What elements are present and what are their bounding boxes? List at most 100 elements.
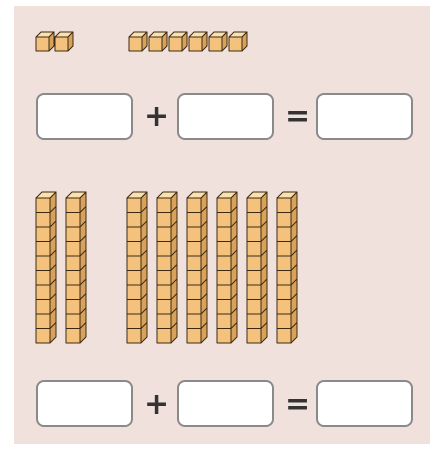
rod-cell bbox=[36, 242, 50, 257]
rod-cell bbox=[187, 213, 201, 228]
rod-cell bbox=[217, 285, 231, 300]
rod-cell bbox=[217, 227, 231, 242]
rod-cell bbox=[187, 227, 201, 242]
rod-cell bbox=[157, 198, 171, 213]
rod-cell bbox=[127, 198, 141, 213]
ten-rod bbox=[247, 192, 267, 343]
rod-cell bbox=[187, 329, 201, 344]
unit-cube bbox=[36, 32, 54, 51]
rod-cell bbox=[157, 213, 171, 228]
rod-cell bbox=[217, 213, 231, 228]
rod-cell bbox=[66, 329, 80, 344]
rod-cell bbox=[247, 314, 261, 329]
rod-cell bbox=[36, 300, 50, 315]
rod-cell bbox=[157, 314, 171, 329]
answer-box-2a[interactable] bbox=[36, 380, 133, 427]
rod-cell bbox=[247, 271, 261, 286]
rod-cell bbox=[127, 242, 141, 257]
rod-cell bbox=[157, 271, 171, 286]
rod-cell bbox=[127, 271, 141, 286]
unit-cube bbox=[209, 32, 227, 51]
rod-cell bbox=[157, 242, 171, 257]
rod-cell bbox=[127, 314, 141, 329]
unit-cube bbox=[149, 32, 167, 51]
answer-box-2c[interactable] bbox=[316, 380, 413, 427]
unit-cube bbox=[229, 32, 247, 51]
answer-box-1b[interactable] bbox=[177, 93, 274, 140]
rod-cell bbox=[217, 242, 231, 257]
unit-cube bbox=[129, 32, 147, 51]
rod-cell bbox=[277, 242, 291, 257]
rod-cell bbox=[66, 242, 80, 257]
rod-cell bbox=[127, 329, 141, 344]
rod-cell bbox=[217, 271, 231, 286]
rod-cell bbox=[157, 285, 171, 300]
rod-cell bbox=[157, 256, 171, 271]
rod-cell bbox=[36, 227, 50, 242]
answer-box-1a[interactable] bbox=[36, 93, 133, 140]
rod-cell bbox=[66, 213, 80, 228]
rod-cell bbox=[277, 213, 291, 228]
rod-cell bbox=[36, 198, 50, 213]
worksheet-panel: + = + = bbox=[14, 6, 430, 444]
base-ten-blocks bbox=[14, 6, 430, 444]
rod-cell bbox=[187, 271, 201, 286]
rod-cell bbox=[36, 213, 50, 228]
rod-cell bbox=[66, 300, 80, 315]
ten-rod bbox=[157, 192, 177, 343]
plus-sign: + bbox=[144, 390, 169, 420]
equals-sign: = bbox=[285, 102, 310, 132]
rod-cell bbox=[217, 329, 231, 344]
rod-cell bbox=[277, 271, 291, 286]
rod-cell bbox=[217, 256, 231, 271]
rod-cell bbox=[36, 271, 50, 286]
answer-box-1c[interactable] bbox=[316, 93, 413, 140]
rod-cell bbox=[36, 256, 50, 271]
rod-cell bbox=[277, 329, 291, 344]
rod-cell bbox=[187, 285, 201, 300]
rod-cell bbox=[36, 329, 50, 344]
rod-cell bbox=[217, 300, 231, 315]
rod-cell bbox=[277, 314, 291, 329]
plus-sign: + bbox=[144, 102, 169, 132]
ten-rod bbox=[217, 192, 237, 343]
rod-cell bbox=[217, 314, 231, 329]
rod-cell bbox=[277, 300, 291, 315]
rod-cell bbox=[157, 227, 171, 242]
rod-cell bbox=[277, 227, 291, 242]
rod-cell bbox=[157, 329, 171, 344]
rod-cell bbox=[66, 198, 80, 213]
rod-cell bbox=[157, 300, 171, 315]
rod-cell bbox=[247, 329, 261, 344]
unit-cube bbox=[189, 32, 207, 51]
rod-cell bbox=[247, 227, 261, 242]
rod-cell bbox=[247, 256, 261, 271]
rod-cell bbox=[187, 198, 201, 213]
rod-cell bbox=[36, 314, 50, 329]
rod-cell bbox=[66, 285, 80, 300]
rod-cell bbox=[247, 242, 261, 257]
rod-cell bbox=[66, 227, 80, 242]
ten-rod bbox=[36, 192, 56, 343]
equals-sign: = bbox=[285, 390, 310, 420]
rod-cell bbox=[187, 242, 201, 257]
ten-rod bbox=[277, 192, 297, 343]
rod-cell bbox=[277, 256, 291, 271]
rod-cell bbox=[247, 300, 261, 315]
unit-cube bbox=[55, 32, 73, 51]
answer-box-2b[interactable] bbox=[177, 380, 274, 427]
rod-cell bbox=[217, 198, 231, 213]
rod-cell bbox=[247, 285, 261, 300]
rod-cell bbox=[127, 285, 141, 300]
rod-cell bbox=[277, 285, 291, 300]
rod-cell bbox=[66, 271, 80, 286]
rod-cell bbox=[247, 213, 261, 228]
rod-cell bbox=[66, 314, 80, 329]
rod-cell bbox=[36, 285, 50, 300]
rod-cell bbox=[247, 198, 261, 213]
ten-rod bbox=[66, 192, 86, 343]
rod-cell bbox=[277, 198, 291, 213]
rod-cell bbox=[127, 227, 141, 242]
rod-cell bbox=[187, 314, 201, 329]
ten-rod bbox=[127, 192, 147, 343]
